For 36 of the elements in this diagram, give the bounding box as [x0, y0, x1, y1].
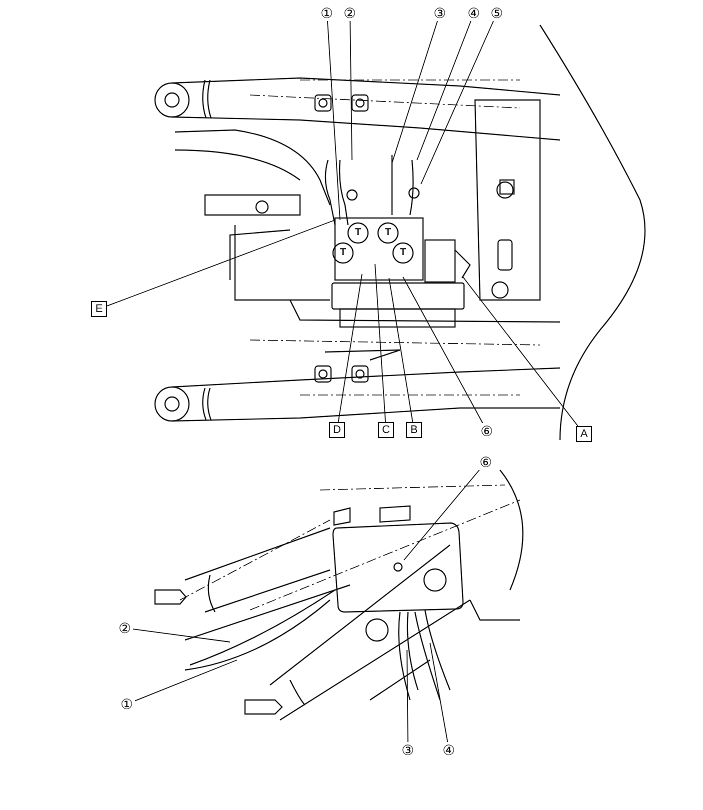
callout-number: ③ — [400, 742, 416, 758]
callout-number: ⑥ — [478, 454, 494, 470]
callout-number: ② — [342, 5, 358, 21]
callout-number: ④ — [466, 5, 482, 21]
boxed-reference-letter: B — [406, 422, 422, 438]
callout-number: ③ — [432, 5, 448, 21]
callout-number: ② — [117, 620, 133, 636]
leader-line — [392, 20, 438, 164]
callout-number: ⑤ — [489, 5, 505, 21]
callout-number: ④ — [441, 742, 457, 758]
leader-line — [404, 470, 480, 560]
callout-number: ① — [119, 696, 135, 712]
boxed-reference-letter: A — [576, 426, 592, 442]
leader-line — [132, 628, 230, 642]
leader-line — [327, 20, 340, 220]
leader-line — [388, 278, 414, 422]
torque-mark: T — [385, 228, 392, 238]
leader-line — [416, 20, 472, 160]
callout-number: ① — [319, 5, 335, 21]
torque-mark: T — [355, 228, 362, 238]
leader-line — [338, 274, 362, 422]
torque-mark: T — [340, 248, 346, 258]
leader-line — [406, 650, 408, 742]
leader-line — [374, 264, 386, 422]
boxed-reference-letter: C — [378, 422, 394, 438]
boxed-reference-letter: E — [91, 301, 107, 317]
torque-mark: T — [400, 248, 406, 258]
boxed-reference-letter: D — [329, 422, 345, 438]
leader-line — [106, 220, 336, 306]
leader-line — [430, 642, 448, 742]
leader-line — [420, 20, 494, 184]
leader-line — [350, 20, 352, 160]
callout-number: ⑥ — [479, 423, 495, 439]
leader-line — [402, 276, 484, 424]
leader-line — [134, 660, 238, 702]
leader-line — [462, 276, 578, 426]
